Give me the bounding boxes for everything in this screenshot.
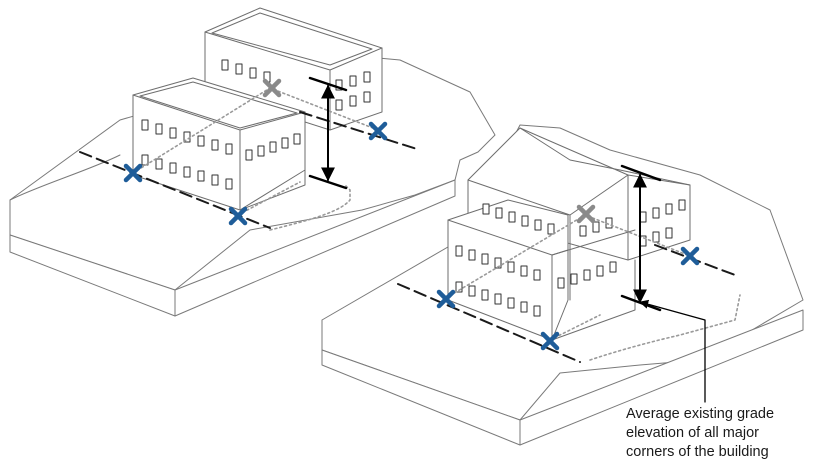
annotation-line-2: elevation of all major [626, 425, 759, 441]
height-arrow-left [308, 76, 348, 190]
annotation-text: Average existing grade elevation of all … [626, 405, 814, 462]
annotation-leader-line [639, 299, 706, 403]
annotation-line-1: Average existing grade [626, 406, 775, 422]
windows-left [141, 59, 371, 190]
windows-right [455, 199, 686, 317]
annotation-line-3: corners of the building [626, 444, 769, 460]
